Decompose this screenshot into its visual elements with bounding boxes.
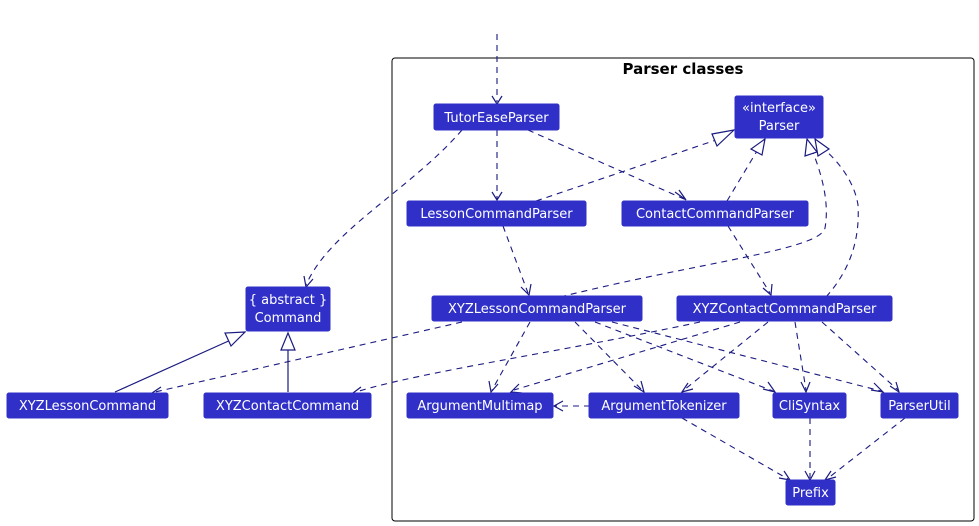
dep-contact-xyzcontact (727, 225, 771, 294)
arrowhead-xyzlesson-tokenizer (633, 380, 645, 394)
class-box (6, 392, 169, 419)
tri-contact-parser (749, 137, 766, 156)
class-parser-interface[interactable]: «interface» Parser (734, 95, 824, 139)
dep-xyzlesson-clisyntax (594, 321, 774, 392)
class-box (588, 392, 740, 419)
arrowhead-xyzlesson-multimap (488, 380, 499, 394)
class-box (772, 392, 847, 419)
class-label: TutorEaseParser (443, 111, 549, 126)
class-parser-util[interactable]: ParserUtil (880, 392, 959, 419)
tri-xyzcontactcommand-command (280, 331, 296, 351)
real-xyzcontact-parser (824, 149, 859, 298)
dep-lesson-xyzlesson (502, 225, 529, 294)
real-xyzlesson-parser (559, 149, 827, 298)
class-label: Parser (759, 119, 800, 134)
dep-xyzcontactparser-xyzcontactcommand (355, 321, 701, 393)
tri-xyzlessoncommand-command (224, 331, 247, 348)
arrowhead-xyzcontact-parserutil (889, 381, 901, 394)
class-label: ArgumentTokenizer (601, 399, 727, 414)
class-box (433, 103, 560, 131)
dep-xyzlesson-multimap (491, 321, 531, 391)
class-box (431, 295, 643, 322)
class-label: XYZContactCommand (216, 399, 359, 414)
real-contact-parser (726, 150, 758, 202)
dep-parserutil-prefix (826, 417, 906, 480)
dep-xyzcontact-tokenizer (683, 321, 769, 391)
dep-tokenizer-prefix (681, 417, 789, 480)
class-box (880, 392, 959, 419)
class-abstract-command[interactable]: { abstract } Command (245, 286, 331, 332)
gen-xyzlessoncommand-command (114, 338, 234, 393)
class-prefix[interactable]: Prefix (785, 479, 836, 506)
class-box (406, 200, 587, 227)
class-label: Command (255, 311, 322, 326)
dep-xyzlesson-tokenizer (574, 321, 643, 391)
class-box (676, 295, 893, 322)
class-xyz-lesson-command[interactable]: XYZLessonCommand (6, 392, 169, 419)
arrowhead-xyzcontact-tokenizer (680, 382, 694, 394)
dep-xyzlesson-parserutil (611, 321, 882, 392)
class-argument-tokenizer[interactable]: ArgumentTokenizer (588, 392, 740, 419)
class-label: LessonCommandParser (420, 207, 573, 222)
class-xyz-contact-command[interactable]: XYZContactCommand (203, 392, 372, 419)
dep-tutorease-command (305, 129, 463, 286)
tri-xyzcontact-parser (814, 137, 831, 157)
class-box (406, 392, 554, 419)
arrowhead-xyzcontact-clisyntax (800, 381, 811, 394)
arrowhead-tutorease-lesson (491, 191, 503, 202)
arrowhead-xyzlesson-parserutil (870, 382, 885, 393)
class-box (203, 392, 372, 419)
class-label: XYZContactCommandParser (693, 302, 877, 317)
tri-xyzlesson-parser (804, 137, 818, 157)
class-label: ParserUtil (888, 399, 951, 414)
arrowhead-tutorease-command (303, 275, 314, 289)
connectors (114, 34, 906, 482)
arrowhead-tokenizer-multimap (552, 400, 564, 412)
dep-xyzlessonparser-xyzlessoncommand (154, 321, 463, 393)
tri-lesson-parser (711, 129, 736, 148)
class-contact-command-parser[interactable]: ContactCommandParser (621, 200, 809, 227)
class-argument-multimap[interactable]: ArgumentMultimap (406, 392, 554, 419)
class-tutorease-parser[interactable]: TutorEaseParser (433, 103, 560, 131)
dep-xyzcontact-clisyntax (794, 321, 807, 391)
class-stereotype: { abstract } (249, 293, 327, 308)
class-xyz-lesson-command-parser[interactable]: XYZLessonCommandParser (431, 295, 643, 322)
class-label: CliSyntax (779, 399, 841, 414)
arrowhead-lesson-xyzlesson (520, 283, 532, 297)
class-lesson-command-parser[interactable]: LessonCommandParser (406, 200, 587, 227)
class-box (785, 479, 836, 506)
arrowhead-contact-xyzcontact (762, 283, 773, 297)
arrowhead-tutorease-contact (674, 189, 687, 201)
dep-xyzcontact-parserutil (821, 321, 899, 391)
class-label: XYZLessonCommandParser (448, 302, 627, 317)
class-label: ArgumentMultimap (417, 399, 542, 414)
class-label: ContactCommandParser (636, 207, 795, 222)
class-box (621, 200, 809, 227)
class-box (245, 286, 331, 332)
class-stereotype: «interface» (742, 101, 816, 116)
package-title: Parser classes (623, 60, 744, 78)
class-cli-syntax[interactable]: CliSyntax (772, 392, 847, 419)
arrowhead-xyzlesson-clisyntax (762, 381, 777, 393)
class-xyz-contact-command-parser[interactable]: XYZContactCommandParser (676, 295, 893, 322)
class-label: XYZLessonCommand (19, 399, 156, 414)
class-box (734, 95, 824, 139)
class-label: Prefix (792, 486, 829, 501)
